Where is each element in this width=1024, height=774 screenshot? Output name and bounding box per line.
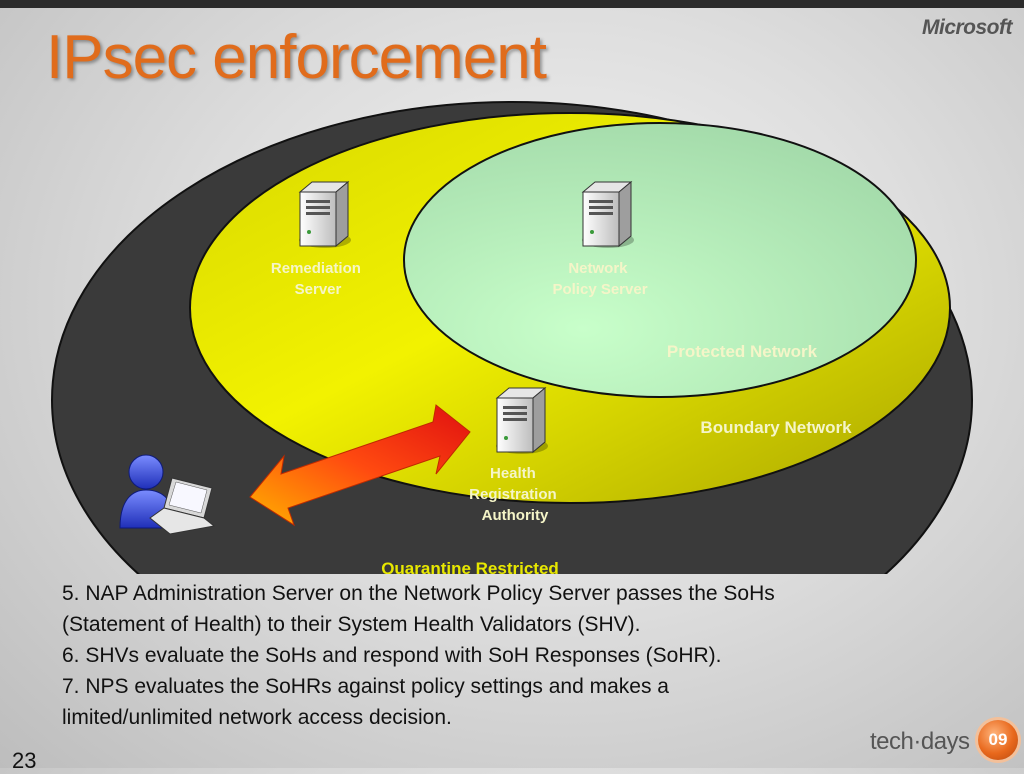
protected-zone-label: Protected Network xyxy=(667,342,818,361)
top-bar xyxy=(0,0,1024,8)
double-arrow-icon xyxy=(249,404,471,527)
boundary-zone-label: Boundary Network xyxy=(700,418,852,437)
remediation-server-icon xyxy=(298,180,351,248)
client-user-laptop-icon xyxy=(119,454,216,535)
protected-zone xyxy=(403,122,917,398)
remediation-server-label: Remediation Server xyxy=(271,260,365,298)
network-policy-server-icon xyxy=(581,180,634,248)
note-line: (Statement of Health) to their System He… xyxy=(62,613,641,636)
techdays-logo-text: tech·days xyxy=(870,728,970,755)
health-registration-authority-icon xyxy=(495,386,548,454)
health-registration-authority-label: Health Registration Authority xyxy=(469,465,561,524)
techdays-logo: tech·days 09 xyxy=(870,718,1020,768)
step-notes: 5. NAP Administration Server on the Netw… xyxy=(62,578,962,733)
microsoft-logo: Microsoft xyxy=(922,16,1013,39)
page-number: 23 xyxy=(12,748,37,773)
note-line: 7. NPS evaluates the SoHRs against polic… xyxy=(62,675,669,698)
network-policy-server-label: Network Policy Server xyxy=(552,260,647,298)
techdays-badge-icon: 09 xyxy=(978,720,1018,760)
note-line: limited/unlimited network access decisio… xyxy=(62,706,452,729)
note-line: 6. SHVs evaluate the SoHs and respond wi… xyxy=(62,644,722,667)
note-line: 5. NAP Administration Server on the Netw… xyxy=(62,582,775,605)
quarantine-zone-label: Quarantine Restricted xyxy=(381,559,559,578)
slide-title: IPsec enforcement xyxy=(46,23,547,92)
